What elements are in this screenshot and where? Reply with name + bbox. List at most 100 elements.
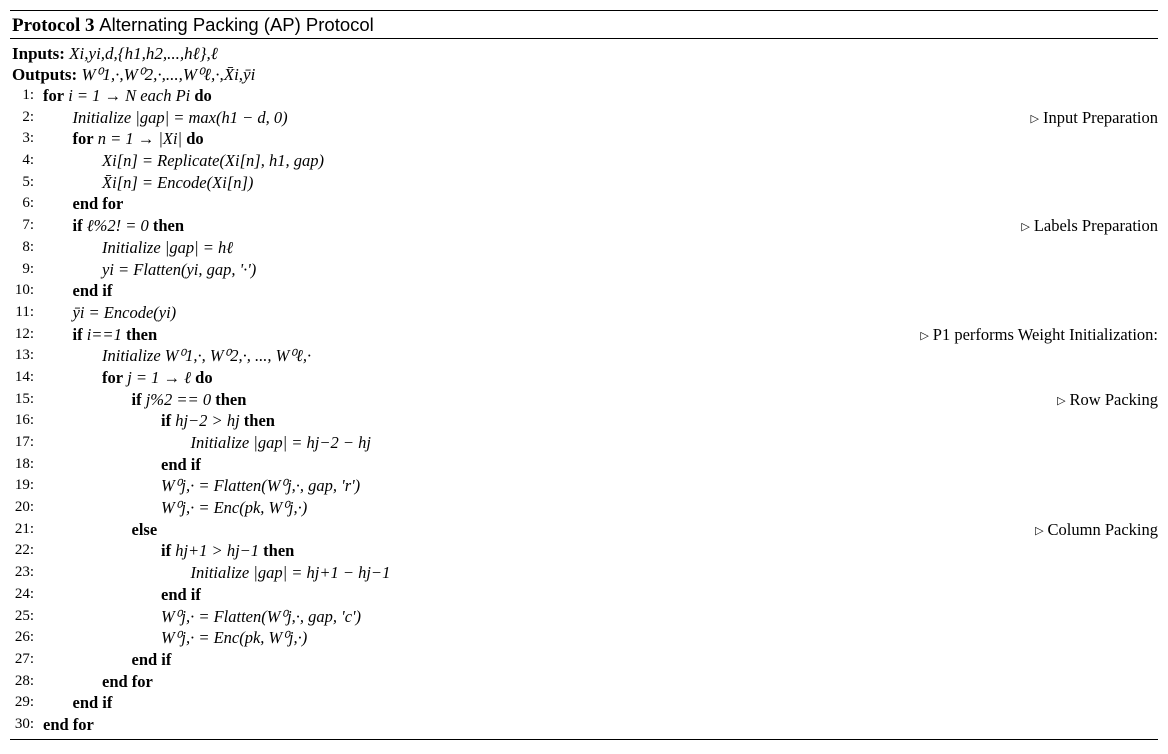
line-code: Initialize |gap| = hj−2 − hj: [191, 432, 371, 454]
line-code: Initialize W⁰1,·, W⁰2,·, ..., W⁰ℓ,·: [102, 345, 311, 367]
keyword: end if: [161, 584, 201, 604]
algorithm-line: 28: end for: [10, 671, 1158, 693]
line-code: if ℓ%2! = 0 then: [73, 215, 185, 237]
line-number: 19:: [14, 477, 34, 494]
line-comment: ▷Labels Preparation: [1021, 215, 1158, 239]
line-code: Xi[n] = Replicate(Xi[n], h1, gap): [102, 150, 324, 172]
line-number: 1:: [22, 87, 34, 103]
line-comment: ▷P1 performs Weight Initialization:: [920, 324, 1158, 348]
bottom-rule: [10, 738, 1158, 740]
keyword: end for: [43, 714, 94, 734]
algorithm-line: 19: W⁰j,· = Flatten(W⁰j,·, gap, 'r'): [10, 475, 1158, 497]
expression: X̄i[n] = Encode(Xi[n]): [102, 172, 254, 192]
line-number: 26:: [14, 629, 34, 646]
line-number: 18:: [14, 455, 34, 472]
keyword: if: [131, 389, 142, 409]
comment-text: Input Preparation: [1042, 107, 1158, 127]
line-code: ȳi = Encode(yi): [73, 302, 177, 324]
top-rule: [10, 10, 1158, 11]
algorithm-line: 23:Initialize |gap| = hj+1 − hj−1: [10, 562, 1158, 584]
line-code: end if: [73, 280, 113, 302]
keyword: end for: [102, 671, 153, 691]
comment-triangle-icon: ▷: [920, 329, 929, 342]
keyword: end if: [72, 281, 113, 301]
line-code: Initialize |gap| = hℓ: [102, 237, 233, 259]
algorithm-line: 1: for i = 1 → N each Pi do: [10, 85, 1158, 107]
line-code: end if: [161, 454, 201, 476]
line-number: 21:: [14, 520, 34, 537]
algorithm-line: 20: W⁰j,· = Enc(pk, W⁰j,·): [10, 497, 1158, 519]
comment-triangle-icon: ▷: [1057, 394, 1066, 407]
keyword: for: [43, 86, 65, 105]
caption-title: Alternating Packing (AP) Protocol: [99, 14, 374, 35]
keyword: for: [72, 129, 94, 149]
expression: W⁰j,· = Flatten(W⁰j,·, gap, 'c'): [161, 606, 362, 626]
expression: Initialize |gap| = hj−2 − hj: [190, 433, 371, 452]
algorithm-line: 24: end if: [10, 584, 1158, 606]
line-code: W⁰j,· = Enc(pk, W⁰j,·): [161, 497, 307, 519]
line-code: end for: [43, 714, 94, 736]
keyword: if: [161, 411, 172, 431]
comment-text: P1 performs Weight Initialization:: [932, 324, 1158, 344]
line-number: 22:: [14, 542, 34, 559]
keyword: if: [161, 541, 172, 561]
algorithm-line: 3:for n = 1 → |Xi| do: [10, 128, 1158, 150]
algorithm-line: 4:Xi[n] = Replicate(Xi[n], h1, gap): [10, 150, 1158, 172]
keyword: if: [72, 324, 83, 344]
line-number: 9:: [22, 260, 34, 277]
algorithm-line: 13:Initialize W⁰1,·, W⁰2,·, ..., W⁰ℓ,·: [10, 345, 1158, 367]
algorithm-line: 15: if j%2 == 0 then ▷Row Packing: [10, 389, 1158, 411]
line-code: else: [132, 519, 158, 541]
expression: Initialize W⁰1,·, W⁰2,·, ..., W⁰ℓ,·: [102, 346, 312, 366]
line-number: 24:: [14, 585, 34, 602]
expression: W⁰j,· = Flatten(W⁰j,·, gap, 'r'): [161, 476, 361, 496]
keyword: do: [186, 129, 204, 149]
expression: n = 1 → |Xi|: [97, 129, 183, 149]
line-code: for j = 1 → ℓ do: [102, 367, 213, 389]
keyword: end for: [72, 194, 124, 214]
line-code: end for: [73, 193, 124, 215]
line-number: 28:: [14, 672, 34, 689]
line-number: 7:: [22, 217, 34, 234]
expression: W⁰j,· = Enc(pk, W⁰j,·): [161, 498, 308, 518]
algorithm-line: 18: end if: [10, 454, 1158, 476]
algorithm-line: 7: if ℓ%2! = 0 then ▷Labels Preparation: [10, 215, 1158, 237]
caption-label: Protocol 3: [12, 15, 95, 36]
line-comment: ▷Row Packing: [1057, 389, 1158, 413]
keyword: then: [243, 411, 275, 431]
line-number: 10:: [14, 282, 34, 299]
line-number: 12:: [14, 325, 34, 342]
keyword: then: [152, 216, 185, 236]
algorithm-line: 9: yi = Flatten(yi, gap, '·'): [10, 259, 1158, 281]
keyword: for: [102, 367, 124, 387]
comment-triangle-icon: ▷: [1021, 221, 1030, 234]
expression: Xi[n] = Replicate(Xi[n], h1, gap): [102, 151, 324, 171]
line-number: 29:: [14, 694, 34, 711]
line-code: if j%2 == 0 then: [132, 389, 247, 411]
keyword: end if: [161, 454, 201, 474]
line-code: W⁰j,· = Flatten(W⁰j,·, gap, 'r'): [161, 475, 360, 497]
line-code: if hj+1 > hj−1 then: [161, 540, 294, 562]
line-code: W⁰j,· = Flatten(W⁰j,·, gap, 'c'): [161, 606, 361, 628]
algorithm-block: Protocol 3 Alternating Packing (AP) Prot…: [10, 10, 1158, 740]
keyword: do: [195, 367, 213, 387]
expression: hj+1 > hj−1: [175, 541, 260, 561]
algorithm-line: 6:end for: [10, 193, 1158, 215]
algorithm-line: 14:for j = 1 → ℓ do: [10, 367, 1158, 389]
expression: Initialize |gap| = hj+1 − hj−1: [190, 563, 391, 583]
line-code: yi = Flatten(yi, gap, '·'): [102, 259, 256, 281]
outputs-label: Outputs:: [12, 65, 78, 84]
algorithm-line: 11:ȳi = Encode(yi): [10, 302, 1158, 324]
inputs-value: Xi,yi,d,{h1,h2,...,hℓ},ℓ: [69, 44, 218, 63]
line-number: 20:: [14, 499, 34, 516]
algorithm-line: 25: W⁰j,· = Flatten(W⁰j,·, gap, 'c'): [10, 606, 1158, 628]
keyword: end if: [131, 649, 172, 669]
line-comment: ▷Input Preparation: [1031, 107, 1158, 131]
line-number: 25:: [14, 607, 34, 624]
line-code: for i = 1 → N each Pi do: [43, 85, 212, 107]
line-number: 15:: [14, 390, 34, 407]
algorithm-line: 21:else ▷Column Packing: [10, 519, 1158, 541]
algorithm-line: 29:end if: [10, 692, 1158, 714]
expression: Initialize |gap| = max(h1 − d, 0): [72, 107, 288, 127]
